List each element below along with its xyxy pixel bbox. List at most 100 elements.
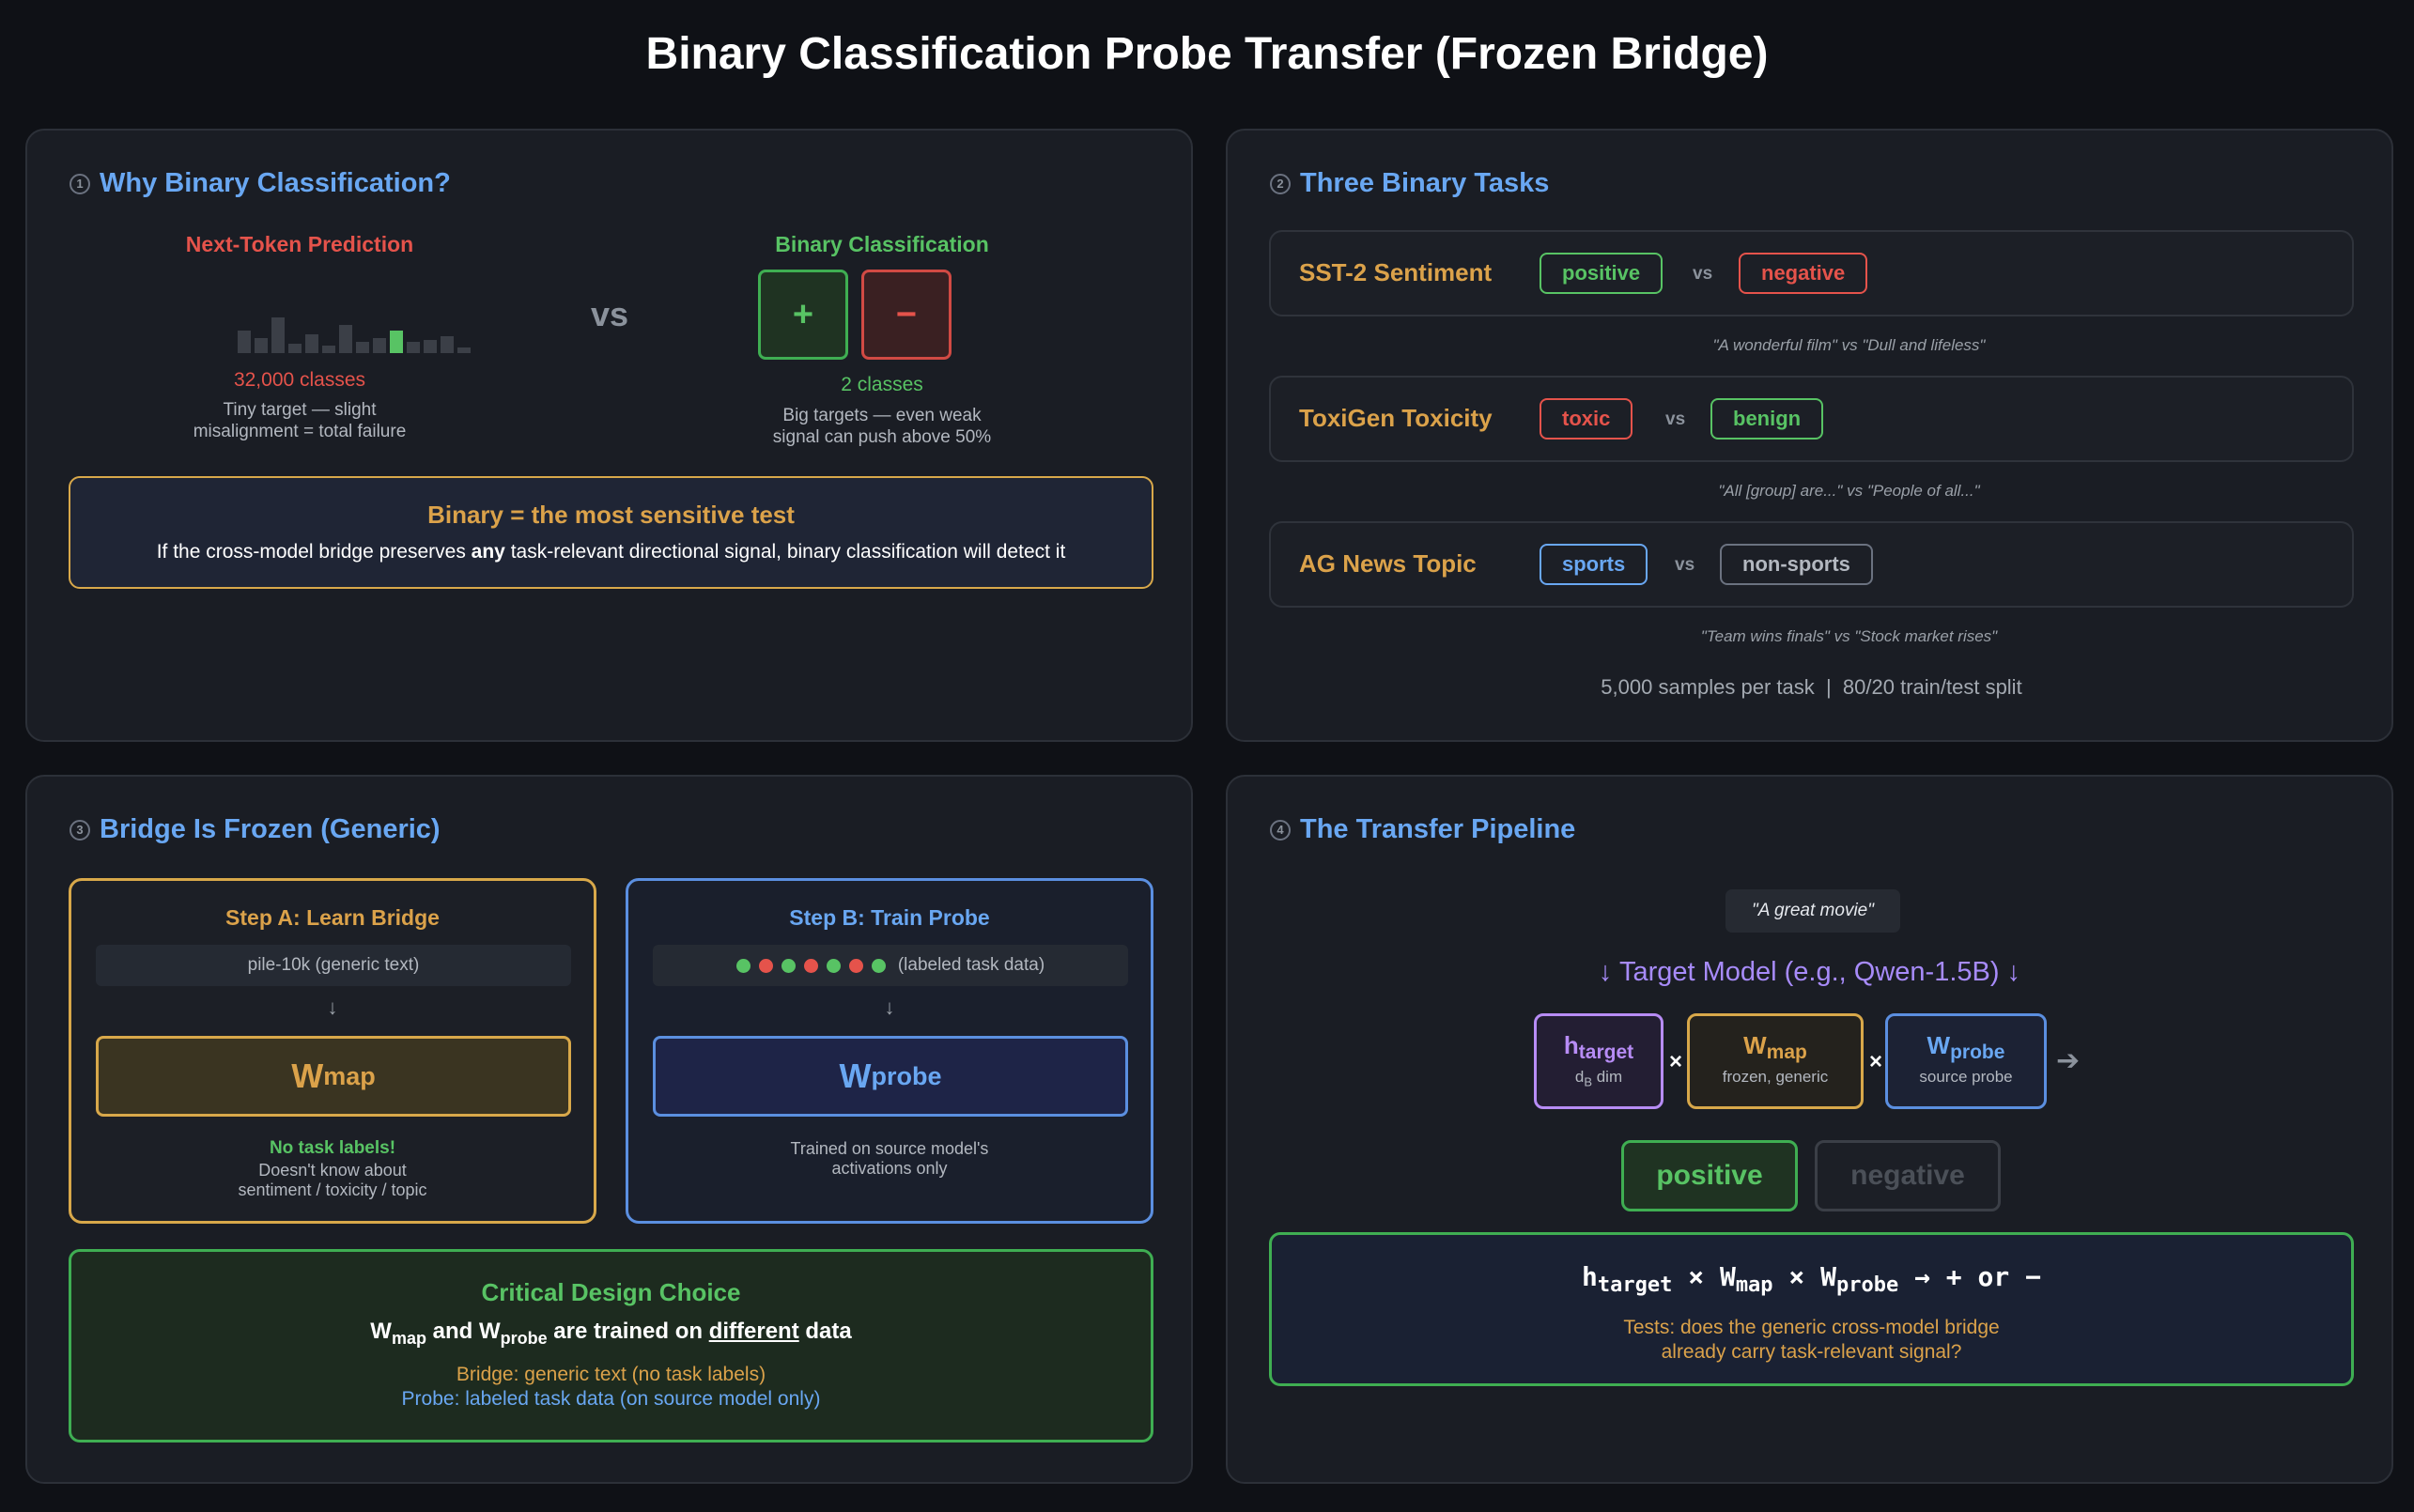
w-subscript: probe — [500, 1328, 548, 1348]
panel-title: Bridge Is Frozen (Generic) — [100, 814, 441, 844]
panel-heading: 2 Three Binary Tasks — [1270, 168, 1549, 199]
step-b-title: Step B: Train Probe — [789, 905, 990, 930]
formula-note-line: already carry task-relevant signal? — [1661, 1341, 1962, 1363]
panel-heading: 4 The Transfer Pipeline — [1270, 814, 1575, 845]
task-label-non-sports: non-sports — [1720, 544, 1873, 585]
task-example: "All [group] are..." vs "People of all..… — [1718, 482, 1980, 500]
w-symbol: W — [370, 1319, 392, 1344]
step-a-desc-line: Doesn't know about — [258, 1161, 407, 1180]
vs-label: vs — [591, 295, 629, 333]
binary-desc-line: signal can push above 50% — [772, 427, 992, 447]
desc-subscript: B — [1584, 1074, 1592, 1089]
w-map-box: Wmap frozen, generic — [1687, 1013, 1864, 1109]
histogram-bar — [255, 338, 268, 353]
label-dot — [871, 958, 886, 973]
ntp-desc-line: misalignment = total failure — [193, 422, 407, 441]
bridge-line: Bridge: generic text (no task labels) — [456, 1363, 766, 1385]
task-name: ToxiGen Toxicity — [1299, 404, 1493, 432]
histogram-bar — [441, 336, 454, 353]
formula: htarget × Wmap × Wprobe → + or − — [1272, 1261, 2351, 1297]
step-a-title: Step A: Learn Bridge — [225, 905, 440, 930]
step-b-input-text: (labeled task data) — [897, 955, 1045, 975]
sensitive-test-callout: Binary = the most sensitive test If the … — [69, 476, 1153, 589]
callout-text: If the cross-model bridge preserves any … — [70, 541, 1152, 563]
binary-desc: Big targets — even weak signal can push … — [722, 405, 1042, 448]
formula-part: × — [1772, 1261, 1821, 1292]
callout-text-part: are trained on — [547, 1319, 709, 1344]
formula-subscript: target — [1597, 1273, 1673, 1297]
result-negative: negative — [1815, 1140, 2001, 1211]
formula-part: → + or − — [1898, 1261, 2041, 1292]
panel-why-binary: 1 Why Binary Classification? Next-Token … — [25, 129, 1193, 742]
label-dot — [848, 958, 863, 973]
dataset-footer: 5,000 samples per task | 80/20 train/tes… — [1601, 675, 2022, 699]
panel-three-tasks: 2 Three Binary Tasks SST-2 Sentiment pos… — [1226, 129, 2393, 742]
label-dot — [758, 958, 773, 973]
token-histogram — [238, 316, 489, 353]
no-labels-note: No task labels! — [269, 1138, 396, 1158]
histogram-bar — [373, 338, 386, 353]
callout-emphasis: different — [708, 1319, 799, 1344]
task-name: AG News Topic — [1299, 549, 1477, 578]
step-a-desc-line: sentiment / toxicity / topic — [238, 1180, 427, 1199]
step-a-desc: Doesn't know about sentiment / toxicity … — [71, 1161, 594, 1200]
binary-classes: 2 classes — [841, 374, 923, 395]
design-choice-callout: Critical Design Choice Wmap and Wprobe a… — [69, 1249, 1153, 1443]
task-name: SST-2 Sentiment — [1299, 258, 1493, 286]
histogram-bar — [305, 334, 318, 353]
binary-desc-line: Big targets — even weak — [782, 406, 982, 425]
histogram-bar — [407, 342, 420, 353]
histogram-bar — [457, 347, 471, 353]
step-number-icon: 2 — [1270, 173, 1291, 194]
step-number-icon: 1 — [70, 173, 90, 194]
panel-transfer-pipeline: 4 The Transfer Pipeline "A great movie" … — [1226, 775, 2393, 1484]
h-target-desc: dB dim — [1537, 1068, 1661, 1088]
ntp-desc: Tiny target — slight misalignment = tota… — [140, 399, 459, 442]
step-number-icon: 4 — [1270, 819, 1291, 841]
w-map-label: Wmap — [1690, 1031, 1861, 1064]
label-dot — [735, 958, 751, 973]
w-subscript: map — [323, 1061, 376, 1090]
step-b-input: (labeled task data) — [653, 945, 1128, 986]
ntp-desc-line: Tiny target — slight — [223, 400, 377, 420]
callout-text-part: and — [426, 1319, 479, 1344]
binary-title: Binary Classification — [775, 232, 989, 256]
histogram-bar — [322, 346, 335, 353]
panel-title: The Transfer Pipeline — [1300, 814, 1576, 844]
desc-part: dim — [1592, 1068, 1623, 1086]
ntp-classes: 32,000 classes — [233, 369, 366, 391]
callout-title: Binary = the most sensitive test — [427, 501, 795, 529]
w-symbol: W — [1743, 1031, 1767, 1059]
formula-callout: htarget × Wmap × Wprobe → + or − Tests: … — [1269, 1232, 2354, 1386]
label-dot — [803, 958, 818, 973]
task-example: "A wonderful film" vs "Dull and lifeless… — [1712, 336, 1986, 354]
w-probe-box: Wprobe source probe — [1885, 1013, 2047, 1109]
step-number-icon: 3 — [70, 819, 90, 841]
result-positive: positive — [1621, 1140, 1798, 1211]
callout-statement: Wmap and Wprobe are trained on different… — [71, 1319, 1151, 1349]
multiply-icon: × — [1869, 1049, 1883, 1074]
h-subscript: target — [1578, 1041, 1634, 1063]
ntp-title: Next-Token Prediction — [185, 232, 414, 256]
step-b-desc-line: activations only — [831, 1159, 948, 1178]
formula-part: W — [1820, 1261, 1836, 1292]
formula-note-line: Tests: does the generic cross-model brid… — [1623, 1317, 2000, 1338]
w-subscript: map — [391, 1328, 426, 1348]
callout-title: Critical Design Choice — [481, 1278, 741, 1306]
w-symbol: W — [839, 1057, 872, 1095]
task-row-agnews: AG News Topic sports vs non-sports — [1269, 521, 2354, 608]
step-a-input: pile-10k (generic text) — [96, 945, 571, 986]
step-b-desc: Trained on source model's activations on… — [628, 1139, 1151, 1179]
histogram-bar — [339, 325, 352, 353]
desc-part: d — [1574, 1068, 1585, 1086]
task-label-toxic: toxic — [1540, 398, 1633, 440]
task-row-sst2: SST-2 Sentiment positive vs negative — [1269, 230, 2354, 316]
w-symbol: W — [1927, 1031, 1951, 1059]
multiply-icon: × — [1669, 1049, 1683, 1074]
histogram-bar-target — [390, 331, 403, 353]
target-model-label: ↓ Target Model (e.g., Qwen-1.5B) ↓ — [1598, 957, 2021, 987]
w-map-desc: frozen, generic — [1722, 1068, 1829, 1086]
w-subscript: probe — [1950, 1041, 2005, 1063]
